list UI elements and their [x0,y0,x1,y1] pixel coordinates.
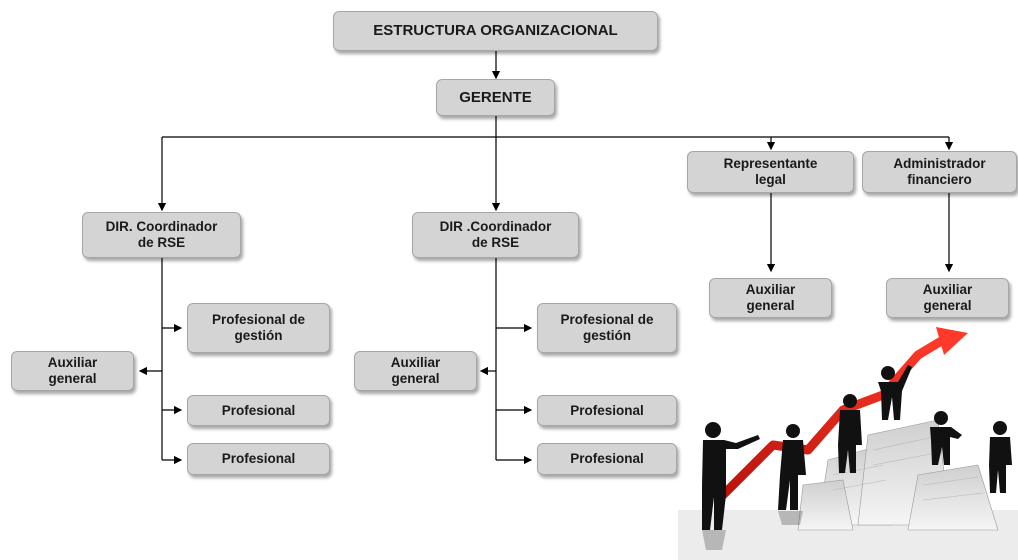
representante-legal-box: Representante legal [687,151,854,193]
dir-coordinator-2-box: DIR .Coordinador de RSE [412,212,579,258]
profesional-2a-box: Profesional [537,395,677,426]
auxiliar-general-legal-text: Auxiliar general [745,282,796,313]
businessmen-silhouettes-icon [702,365,1012,530]
business-growth-illustration [678,325,1018,560]
profesional-1b-text: Profesional [221,451,296,466]
administrador-financiero-box: Administrador financiero [862,151,1017,193]
auxiliar-general-legal-box: Auxiliar general [709,278,832,318]
dir-coordinator-1-text: DIR. Coordinador de RSE [105,219,218,250]
profesional-2b-text: Profesional [570,451,644,466]
auxiliar-general-1-box: Auxiliar general [11,351,134,391]
profesional-gestion-1-box: Profesional de gestión [187,303,330,353]
profesional-2a-text: Profesional [570,402,644,418]
title-text: ESTRUCTURA ORGANIZACIONAL [373,22,618,39]
auxiliar-general-1-text: Auxiliar general [47,355,98,386]
profesional-1a-text: Profesional [221,402,296,418]
gerente-box: GERENTE [436,79,555,116]
profesional-1a-box: Profesional [187,395,330,426]
profesional-2b-box: Profesional [537,443,677,475]
auxiliar-general-finance-text: Auxiliar general [922,282,973,313]
auxiliar-general-2-text: Auxiliar general [390,355,441,386]
administrador-financiero-text: Administrador financiero [893,156,986,187]
dir-coordinator-2-text: DIR .Coordinador de RSE [439,219,552,250]
dir-coordinator-1-box: DIR. Coordinador de RSE [82,212,241,258]
auxiliar-general-finance-box: Auxiliar general [886,278,1009,318]
title-box: ESTRUCTURA ORGANIZACIONAL [333,11,658,51]
gerente-text: GERENTE [459,88,532,106]
buildings-icon [797,419,999,531]
profesional-gestion-1-text: Profesional de gestión [211,312,306,343]
profesional-1b-box: Profesional [187,443,330,475]
auxiliar-general-2-box: Auxiliar general [354,351,477,391]
profesional-gestion-2-box: Profesional de gestión [537,303,677,353]
profesional-gestion-2-text: Profesional de gestión [560,312,654,343]
representante-legal-text: Representante legal [723,156,818,187]
